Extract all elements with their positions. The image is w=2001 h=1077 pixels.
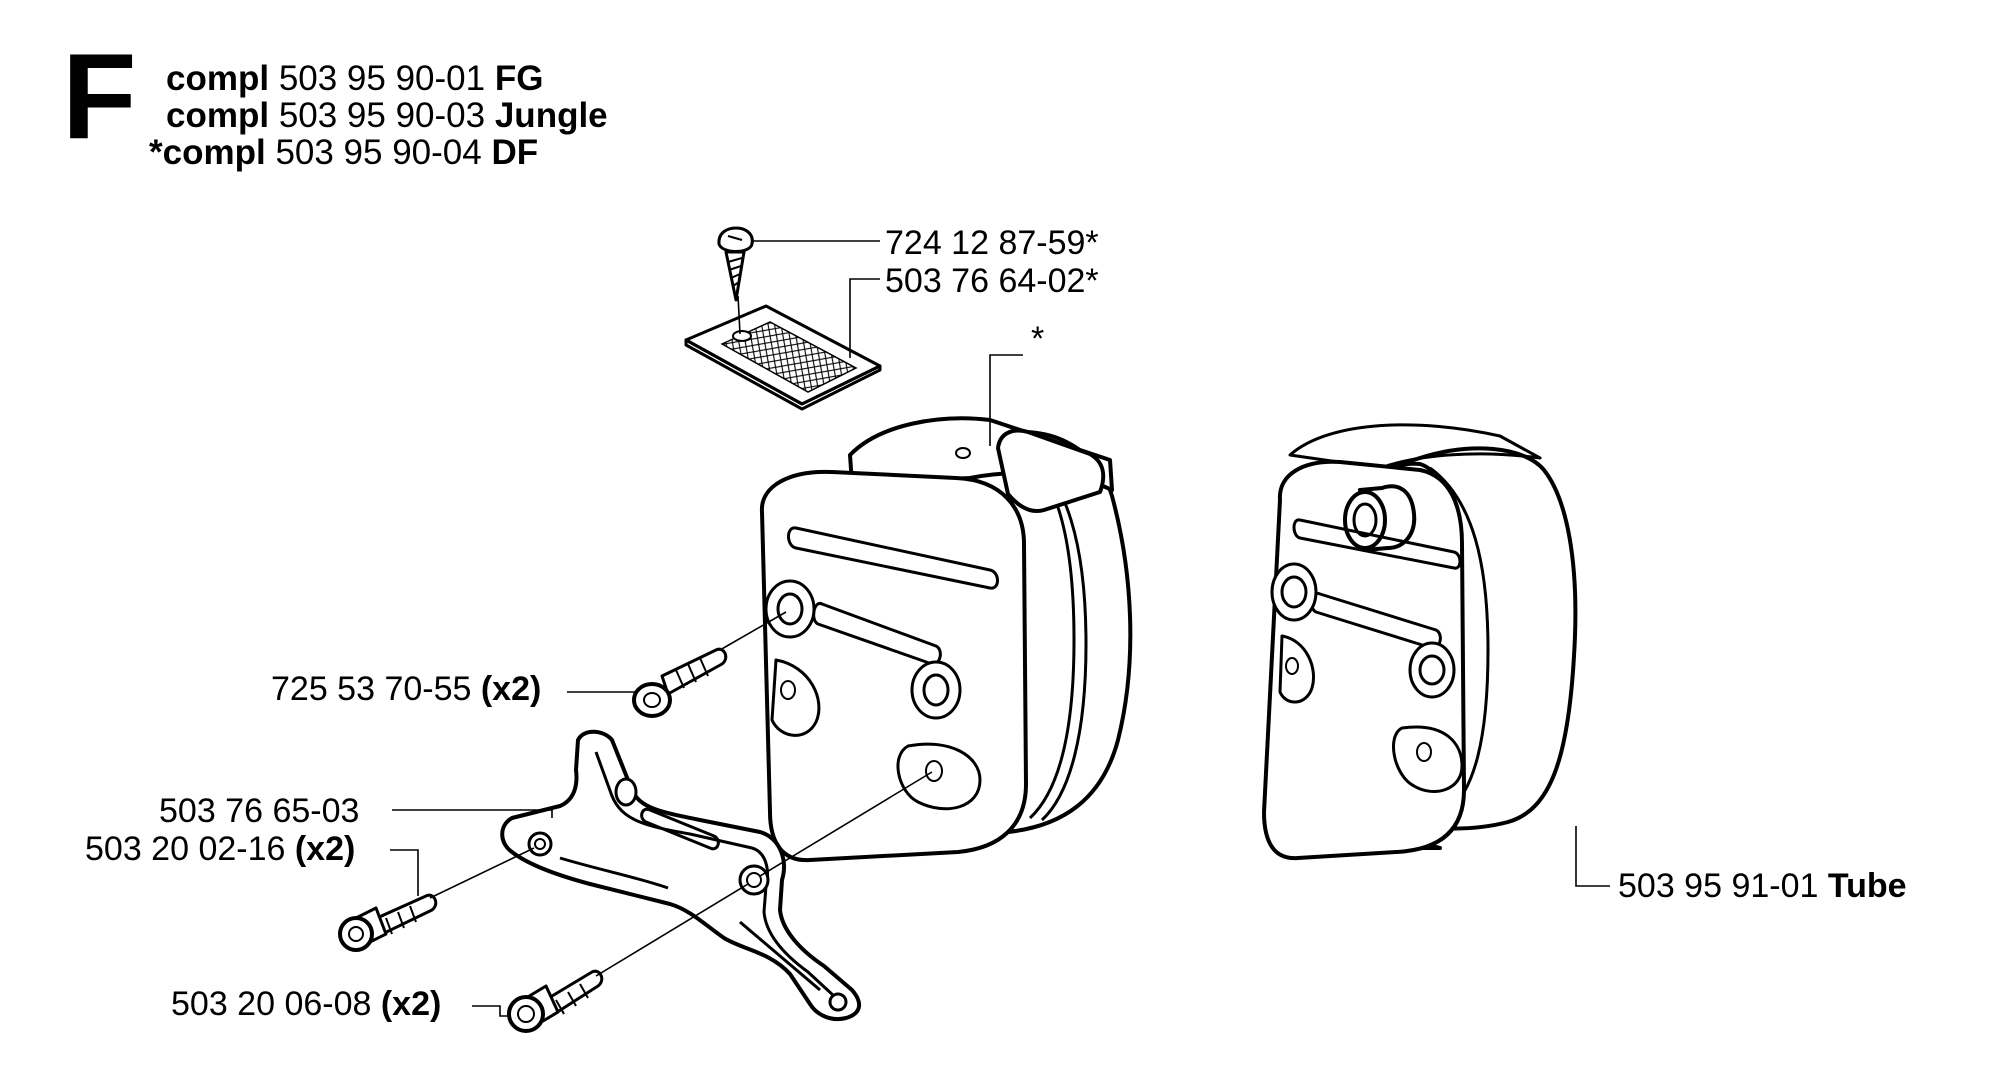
header-line-3: *compl 503 95 90-04 DF [149, 133, 538, 172]
header-line-1: compl 503 95 90-01 FG [166, 59, 543, 98]
part-label-725-53-70-55: 725 53 70-55 (x2) [271, 670, 541, 708]
part-label-503-95-91-01: 503 95 91-01 Tube [1618, 867, 1907, 905]
screen-screw [717, 226, 754, 335]
leader-503-76-64-02 [849, 278, 880, 358]
part-label-503-20-06-08: 503 20 06-08 (x2) [171, 985, 441, 1023]
bracket [500, 729, 862, 1021]
leader-503-95-91-01 [1575, 826, 1610, 887]
section-letter: F [62, 28, 137, 164]
bolt-503-20-02-16 [338, 847, 535, 952]
part-label-503-76-65-03: 503 76 65-03 [159, 792, 359, 830]
part-label-724-12-87-59: 724 12 87-59* [885, 224, 1099, 262]
muffler-tube-assembly [1262, 423, 1578, 861]
bolt-503-20-06-08 [507, 771, 933, 1033]
bolt-725-53-70-55 [632, 611, 787, 718]
muffler-assembly [759, 416, 1133, 863]
header-line-2: compl 503 95 90-03 Jungle [166, 96, 608, 135]
spark-screen [684, 304, 882, 411]
leader-503-20-06-08 [472, 1005, 508, 1017]
leader-503-20-02-16 [390, 849, 419, 896]
leader-asterisk [989, 354, 1023, 446]
part-label-503-76-64-02: 503 76 64-02* [885, 262, 1099, 300]
part-label-503-20-02-16: 503 20 02-16 (x2) [85, 830, 355, 868]
part-label-asterisk: * [1031, 320, 1044, 358]
leader-503-76-65-03 [392, 809, 553, 818]
